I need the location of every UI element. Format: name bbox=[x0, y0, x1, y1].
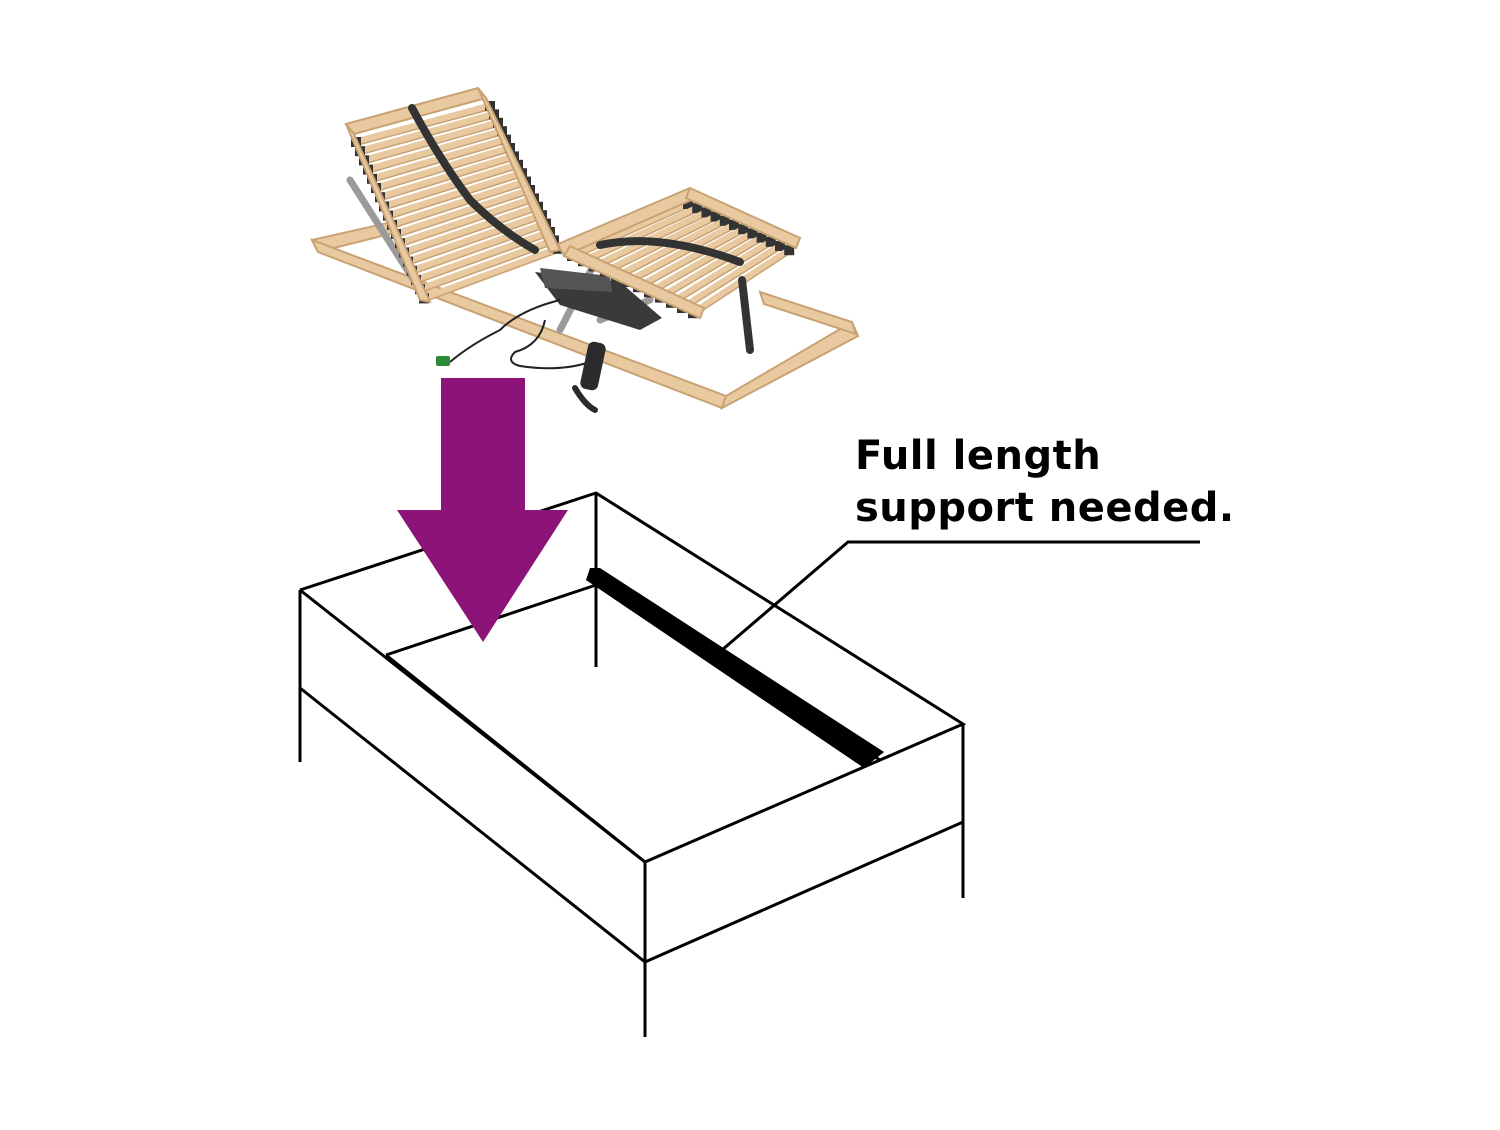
foot-slat-edge bbox=[659, 240, 762, 302]
callout-line-1: Full length bbox=[855, 433, 1102, 479]
head-slat-edge bbox=[383, 167, 519, 211]
foot-slat bbox=[680, 243, 782, 311]
head-slat bbox=[386, 169, 524, 219]
head-slat bbox=[406, 211, 544, 265]
foot-section-side-rails bbox=[556, 186, 802, 320]
foot-slat bbox=[636, 226, 745, 291]
head-slat-edge bbox=[371, 142, 507, 184]
head-slat-edge bbox=[391, 184, 527, 230]
callout-line-2: support needed. bbox=[855, 485, 1235, 531]
foot-slat bbox=[581, 205, 699, 265]
head-slat bbox=[378, 153, 516, 201]
center-support-bar bbox=[586, 568, 884, 768]
head-slat-edge bbox=[423, 251, 559, 303]
foot-slat-edge bbox=[648, 236, 753, 297]
box-panel-bottom-left bbox=[299, 686, 646, 964]
head-slat bbox=[422, 245, 560, 302]
head-slat-edge bbox=[403, 209, 539, 257]
head-slat bbox=[382, 161, 520, 210]
head-slat bbox=[394, 186, 532, 238]
foot-slat-holder bbox=[784, 245, 795, 256]
head-slat-edge bbox=[387, 175, 523, 220]
box-panel-bottom-right bbox=[644, 820, 964, 964]
foot-slat-holder bbox=[775, 241, 785, 251]
head-slat bbox=[398, 195, 536, 247]
foot-slat-holder bbox=[765, 236, 776, 247]
foot-slat-holder bbox=[701, 207, 712, 218]
head-slat-edge bbox=[379, 159, 515, 202]
head-slat-edge bbox=[399, 201, 535, 248]
foot-slat-holder bbox=[710, 211, 721, 222]
foot-slat bbox=[658, 234, 764, 301]
head-slat-edge bbox=[411, 226, 547, 276]
plug-icon bbox=[436, 356, 450, 366]
foot-slat bbox=[614, 217, 727, 280]
power-cable bbox=[449, 299, 591, 370]
head-slat bbox=[410, 220, 548, 275]
foot-slat-edge bbox=[604, 219, 716, 276]
box-rim-inner-front bbox=[385, 653, 646, 864]
callout-leader-line bbox=[721, 540, 1200, 652]
foot-slat-edge bbox=[681, 248, 781, 313]
box-rim-top bbox=[299, 491, 967, 864]
foot-slat bbox=[669, 238, 773, 306]
head-slat bbox=[390, 178, 528, 229]
head-slat bbox=[414, 228, 552, 284]
adjustable-slatted-bed-frame bbox=[309, 86, 860, 413]
foot-slat bbox=[625, 221, 736, 286]
foot-slat-holder bbox=[729, 220, 739, 230]
down-arrow-icon bbox=[397, 378, 568, 642]
foot-slat-holder bbox=[692, 203, 703, 214]
foot-slat-holder bbox=[756, 232, 767, 243]
head-slat-edge bbox=[375, 150, 511, 193]
foot-slat bbox=[647, 230, 755, 296]
support-callout-label: Full length support needed. bbox=[855, 430, 1235, 534]
foot-slat-edge bbox=[615, 223, 726, 281]
head-slat bbox=[402, 203, 540, 256]
frame-straps bbox=[408, 104, 754, 354]
foot-slat-holder bbox=[683, 199, 693, 209]
foot-slat-edge bbox=[571, 206, 689, 261]
motor-housing bbox=[535, 268, 662, 330]
head-slat-edge bbox=[407, 217, 543, 266]
foot-slat-edge bbox=[670, 244, 772, 307]
foot-slat bbox=[570, 200, 690, 260]
remote-control-icon bbox=[572, 341, 606, 413]
foot-slat-edge bbox=[626, 227, 735, 287]
foot-slat-holder bbox=[747, 228, 758, 239]
foot-slat-holder bbox=[719, 215, 730, 226]
foot-section-slats bbox=[567, 199, 795, 319]
head-slat-edge bbox=[395, 192, 531, 239]
foot-slat-edge bbox=[637, 232, 744, 292]
foot-slat-holder bbox=[738, 224, 749, 235]
